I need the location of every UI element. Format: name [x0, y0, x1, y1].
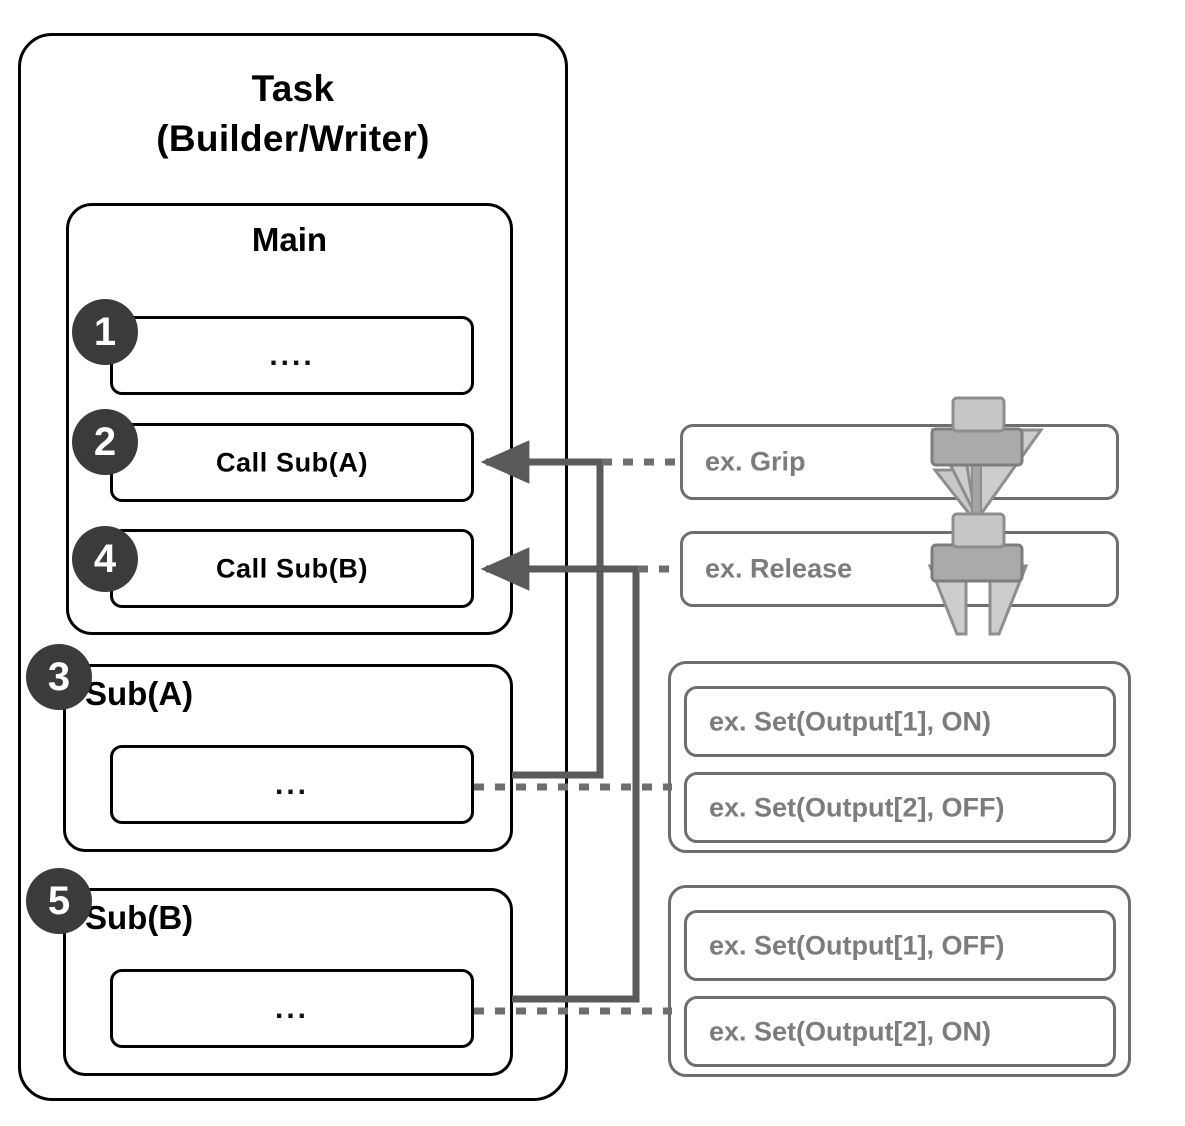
sub-b-body-label: ...	[274, 991, 309, 1025]
main-statement-row-1[interactable]: ....	[110, 316, 474, 395]
main-statement-row-3-label: Call Sub(B)	[215, 553, 369, 583]
main-statement-row-2[interactable]: Call Sub(A)	[110, 423, 474, 502]
example-output-a1-label: ex. Set(Output[1], ON)	[709, 706, 991, 736]
step-badge-1: 1	[72, 299, 138, 365]
main-statement-row-2-label: Call Sub(A)	[215, 447, 369, 477]
example-grip-box[interactable]: ex. Grip	[680, 424, 1119, 500]
example-output-a2-box[interactable]: ex. Set(Output[2], OFF)	[684, 772, 1116, 843]
example-release-box[interactable]: ex. Release	[680, 531, 1119, 607]
sub-b-body-row[interactable]: ...	[110, 969, 474, 1048]
sub-a-title: Sub(A)	[85, 675, 194, 712]
example-output-b2-label: ex. Set(Output[2], ON)	[709, 1016, 991, 1046]
sub-a-body-label: ...	[274, 767, 309, 801]
task-title-line2: (Builder/Writer)	[156, 118, 430, 159]
example-output-b1-label: ex. Set(Output[1], OFF)	[709, 930, 1005, 960]
main-statement-row-3[interactable]: Call Sub(B)	[110, 529, 474, 608]
step-badge-2: 2	[72, 409, 138, 475]
example-grip-label: ex. Grip	[705, 446, 806, 477]
step-badge-3: 3	[26, 644, 92, 710]
task-title-line1: Task	[251, 68, 335, 109]
step-badge-4: 4	[72, 526, 138, 592]
example-output-a1-box[interactable]: ex. Set(Output[1], ON)	[684, 686, 1116, 757]
step-badge-5: 5	[26, 868, 92, 934]
example-output-a2-label: ex. Set(Output[2], OFF)	[709, 792, 1005, 822]
main-statement-row-1-label: ....	[269, 338, 315, 372]
sub-a-body-row[interactable]: ...	[110, 745, 474, 824]
example-release-label: ex. Release	[705, 553, 853, 584]
example-output-b1-box[interactable]: ex. Set(Output[1], OFF)	[684, 910, 1116, 981]
sub-b-title: Sub(B)	[85, 899, 194, 936]
example-output-b2-box[interactable]: ex. Set(Output[2], ON)	[684, 996, 1116, 1067]
main-title: Main	[251, 221, 328, 258]
